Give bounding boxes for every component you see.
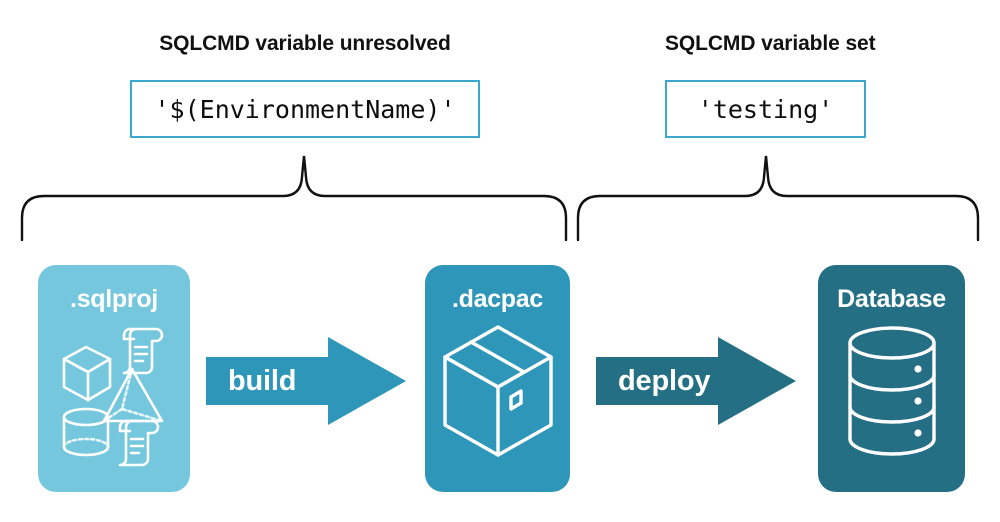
arrow-deploy: deploy xyxy=(596,335,796,427)
brace-set xyxy=(576,155,980,242)
stage-box-database: Database xyxy=(818,265,965,492)
arrow-build: build xyxy=(206,335,406,427)
stage-label-sqlproj: .sqlproj xyxy=(70,285,158,313)
stage-label-database: Database xyxy=(837,285,946,313)
stage-box-dacpac: .dacpac xyxy=(425,265,570,492)
code-value-set: 'testing' xyxy=(665,80,866,138)
arrow-deploy-shape xyxy=(596,337,796,425)
stage-box-sqlproj: .sqlproj xyxy=(38,265,190,492)
cube-icon xyxy=(62,345,112,402)
database-cylinder-icon xyxy=(818,321,965,484)
arrow-build-shape xyxy=(206,337,406,425)
pyramid-icon xyxy=(102,367,164,423)
group-heading-set: SQLCMD variable set xyxy=(665,32,876,55)
scroll-icon-bottom xyxy=(118,419,160,467)
project-objects-icon xyxy=(38,321,190,484)
code-value-unresolved: '$(EnvironmentName)' xyxy=(130,80,480,138)
package-box-icon xyxy=(425,321,570,484)
scroll-icon-top xyxy=(122,327,164,375)
arrow-deploy-label: deploy xyxy=(618,364,711,397)
cylinder-icon xyxy=(62,407,110,457)
arrow-build-label: build xyxy=(228,364,297,397)
stage-label-dacpac: .dacpac xyxy=(451,285,543,313)
group-heading-unresolved: SQLCMD variable unresolved xyxy=(159,32,451,55)
brace-unresolved xyxy=(20,155,568,242)
